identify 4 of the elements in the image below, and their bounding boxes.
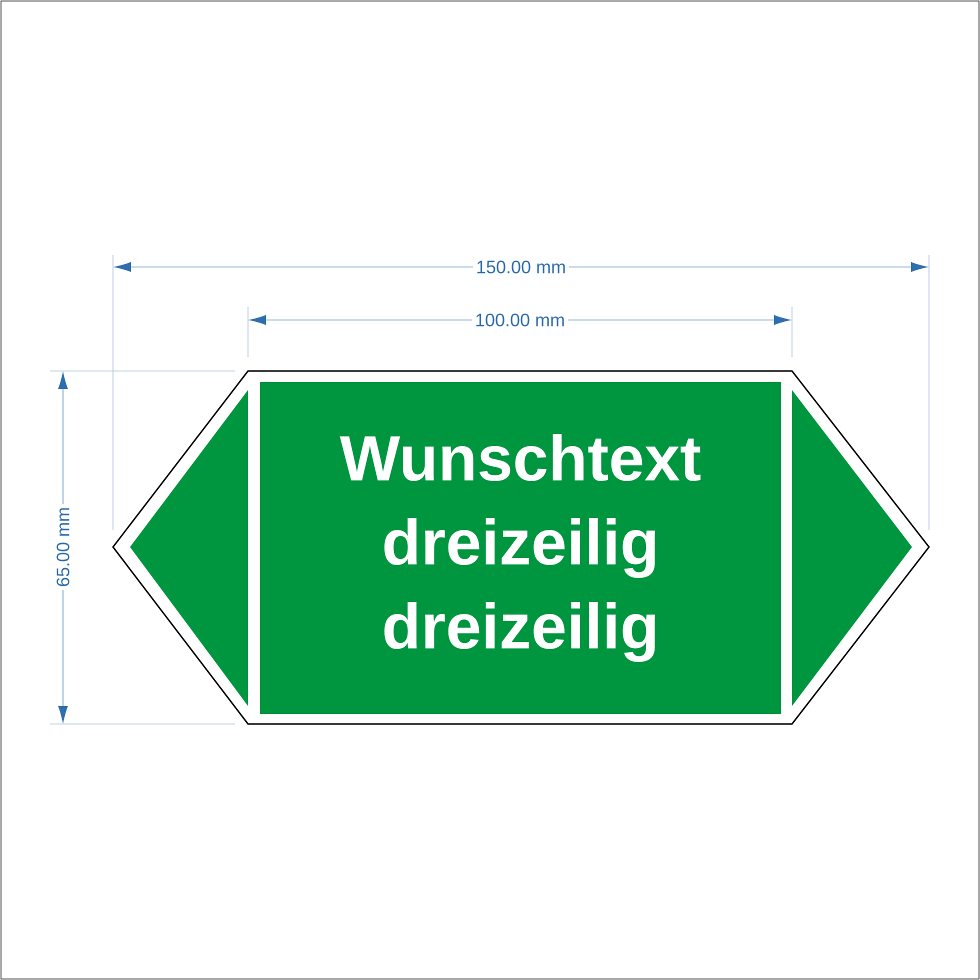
dimension-label: 65.00 mm	[54, 504, 72, 590]
dimension-label: 150.00 mm	[472, 258, 570, 276]
dimension-label: 100.00 mm	[472, 310, 568, 330]
sign-panel: Wunschtext dreizeilig dreizeilig	[260, 382, 781, 714]
